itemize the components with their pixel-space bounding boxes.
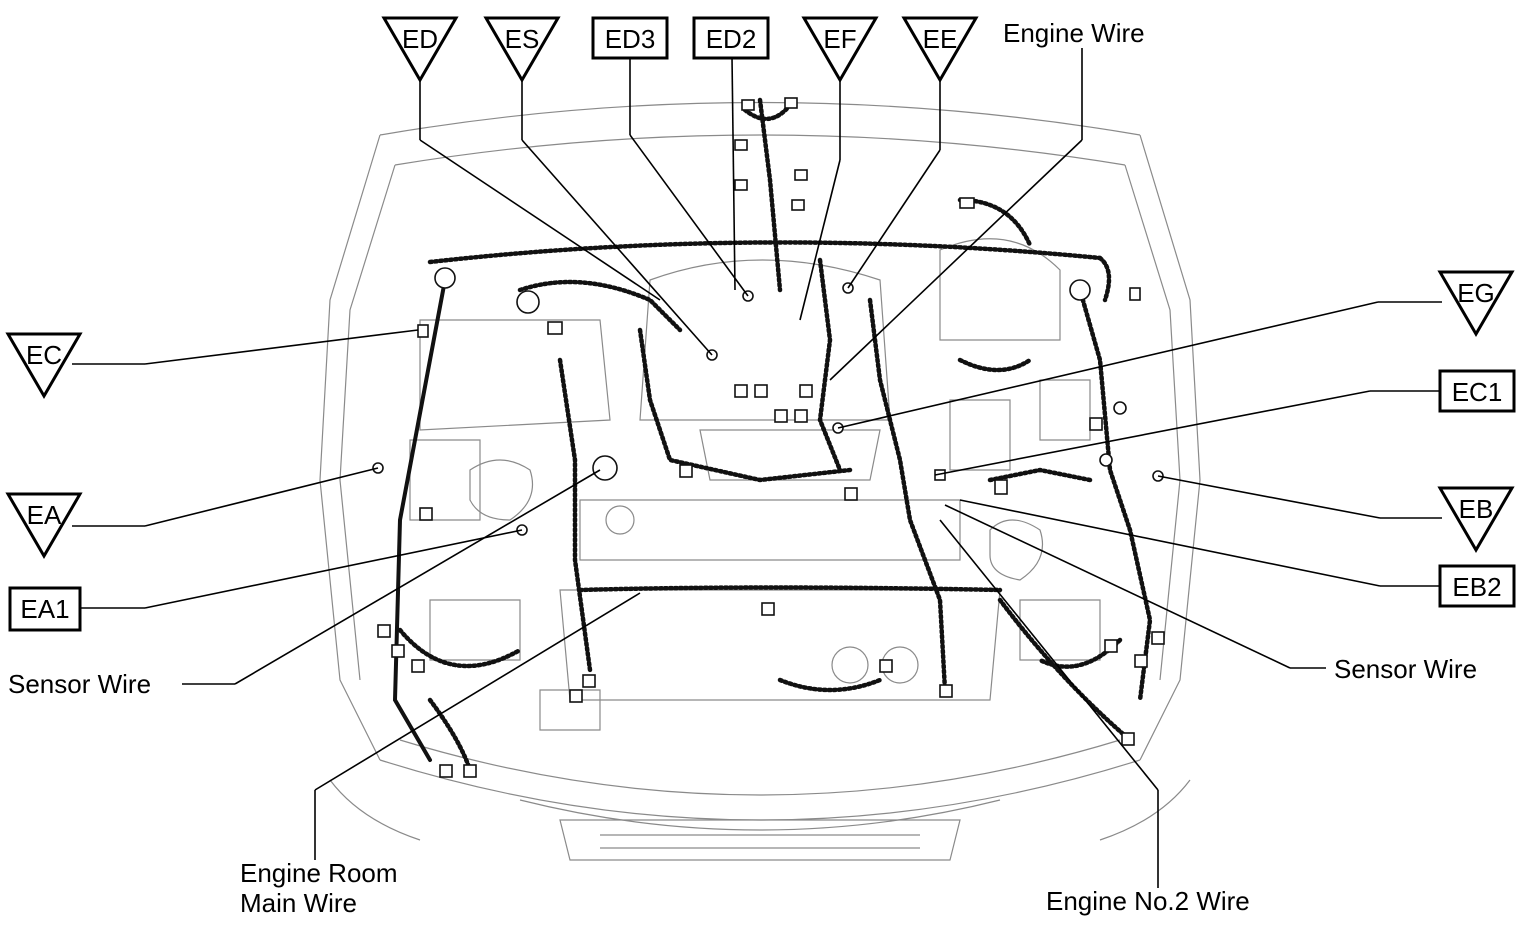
tag-text: EG	[1457, 278, 1495, 308]
triangle-tag-EB: EB	[1437, 486, 1515, 553]
tag-text: ED3	[605, 24, 656, 54]
label-engine-room-main-wire-line1: Engine Room	[240, 858, 398, 888]
label-engine-room-main-wire-line2: Main Wire	[240, 888, 357, 918]
box-tag-ED2: ED2	[692, 16, 770, 60]
triangle-tag-EG: EG	[1437, 270, 1515, 337]
label-engine-wire: Engine Wire	[1003, 18, 1145, 48]
leader-lines	[72, 48, 1442, 888]
label-engine-no2-wire: Engine No.2 Wire	[1046, 886, 1250, 916]
tag-text: EF	[823, 24, 856, 54]
tag-text: ED2	[706, 24, 757, 54]
triangle-tag-EC: EC	[5, 332, 83, 399]
box-tag-ED3: ED3	[591, 16, 669, 60]
box-tag-EA1: EA1	[8, 586, 82, 632]
tag-text: EC	[26, 340, 62, 370]
tag-text: EB	[1459, 494, 1494, 524]
box-tag-EB2: EB2	[1438, 564, 1516, 608]
triangle-tag-EA: EA	[5, 492, 83, 559]
tag-text: ED	[402, 24, 438, 54]
connectors	[372, 97, 1165, 778]
tag-text: EA1	[20, 594, 69, 624]
tag-text: ES	[505, 24, 540, 54]
tag-text: EE	[923, 24, 958, 54]
tag-text: EA	[27, 500, 62, 530]
tag-text: EB2	[1452, 572, 1501, 602]
wire-harnesses	[392, 97, 1153, 773]
box-tag-EC1: EC1	[1438, 369, 1516, 413]
triangle-tag-ES: ES	[483, 16, 561, 83]
triangle-tag-EF: EF	[801, 16, 879, 83]
label-sensor-wire-right: Sensor Wire	[1334, 654, 1477, 684]
label-sensor-wire-left: Sensor Wire	[8, 669, 151, 699]
triangle-tag-ED: ED	[381, 16, 459, 83]
triangle-tag-EE: EE	[901, 16, 979, 83]
vehicle-outline	[319, 101, 1201, 861]
tag-text: EC1	[1452, 377, 1503, 407]
